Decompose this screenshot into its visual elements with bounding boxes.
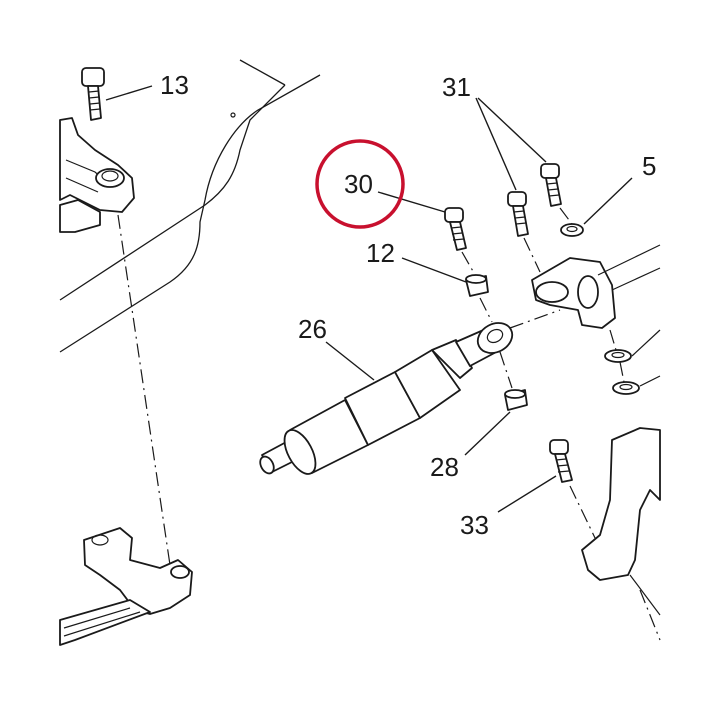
bolt-33: [497, 439, 597, 541]
label-5: 5: [642, 151, 656, 181]
label-26: 26: [298, 314, 327, 344]
nut-28: [464, 351, 528, 456]
nut-12: [401, 257, 493, 323]
highlight-circle: [315, 139, 405, 229]
clamp-bracket: [509, 244, 661, 329]
label-31: 31: [442, 72, 471, 102]
bottom-bracket-part: [59, 527, 193, 646]
frame-outline: [59, 59, 321, 353]
bolt-13: [81, 67, 153, 121]
lower-right-part: [581, 427, 661, 641]
washers-right: [604, 329, 661, 395]
label-13: 13: [160, 70, 189, 100]
top-clamp-part: [59, 117, 135, 233]
label-12: 12: [366, 238, 395, 268]
bolts-31: [475, 97, 573, 273]
label-30: 30: [344, 169, 373, 199]
washer-5: [560, 177, 633, 237]
label-28: 28: [430, 452, 459, 482]
steering-damper-26: [259, 322, 514, 475]
label-33: 33: [460, 510, 489, 540]
axis-line-13: [117, 214, 171, 566]
